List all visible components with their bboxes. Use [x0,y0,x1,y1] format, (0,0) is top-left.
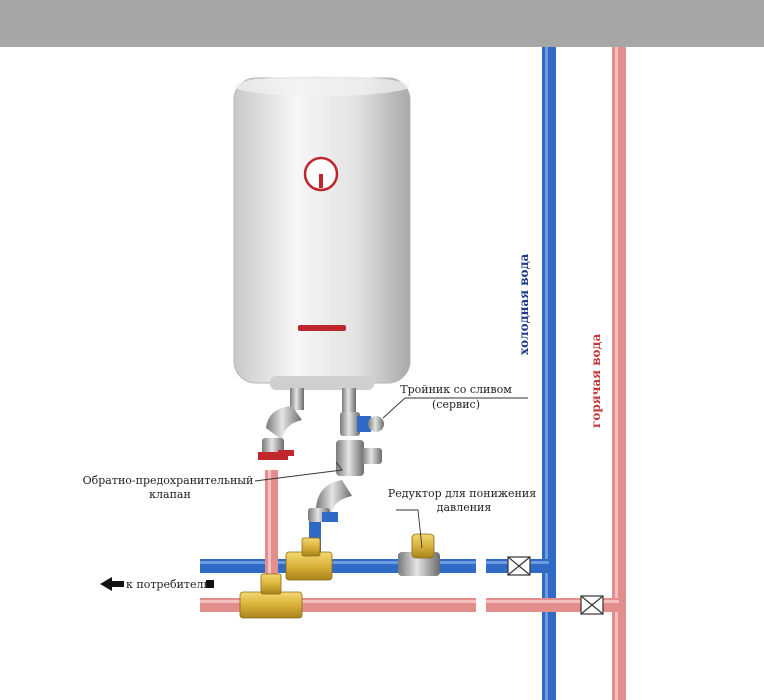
reducer-label: Редуктор для понижения [388,487,536,500]
tee-drain-label: Тройник со сливом [400,383,512,396]
cold-water-line [200,559,549,573]
pressure-reducer [398,533,440,576]
gate-valve-icon [580,595,604,615]
check-valve-label: Обратно-предохранительный [83,474,254,487]
gate-valve-icon [507,556,531,576]
left-arrow-icon [100,577,124,591]
cold-inlet-fittings [308,388,384,522]
ceiling [0,0,764,47]
consumer-marker [206,580,214,588]
hot-line-tee [239,573,303,619]
thermometer-icon [303,156,339,192]
cold-line-tee [285,537,333,581]
water-heater-tank [233,76,411,390]
cold-water-riser [542,47,556,700]
hot-water-riser [612,47,626,700]
reducer-sublabel: давления [437,501,492,514]
check-valve-sublabel: клапан [149,488,191,501]
tee-drain-sublabel: (сервис) [432,398,480,411]
hot-outlet-fittings [258,388,304,460]
to-consumer-label: к потребителю [126,578,213,591]
leader-lines [254,397,528,549]
cold-water-label: холодная вода [517,253,531,355]
indicator-bar [298,325,346,331]
hot-water-label: горячая вода [589,333,603,428]
hot-outlet-pipe [265,470,278,605]
